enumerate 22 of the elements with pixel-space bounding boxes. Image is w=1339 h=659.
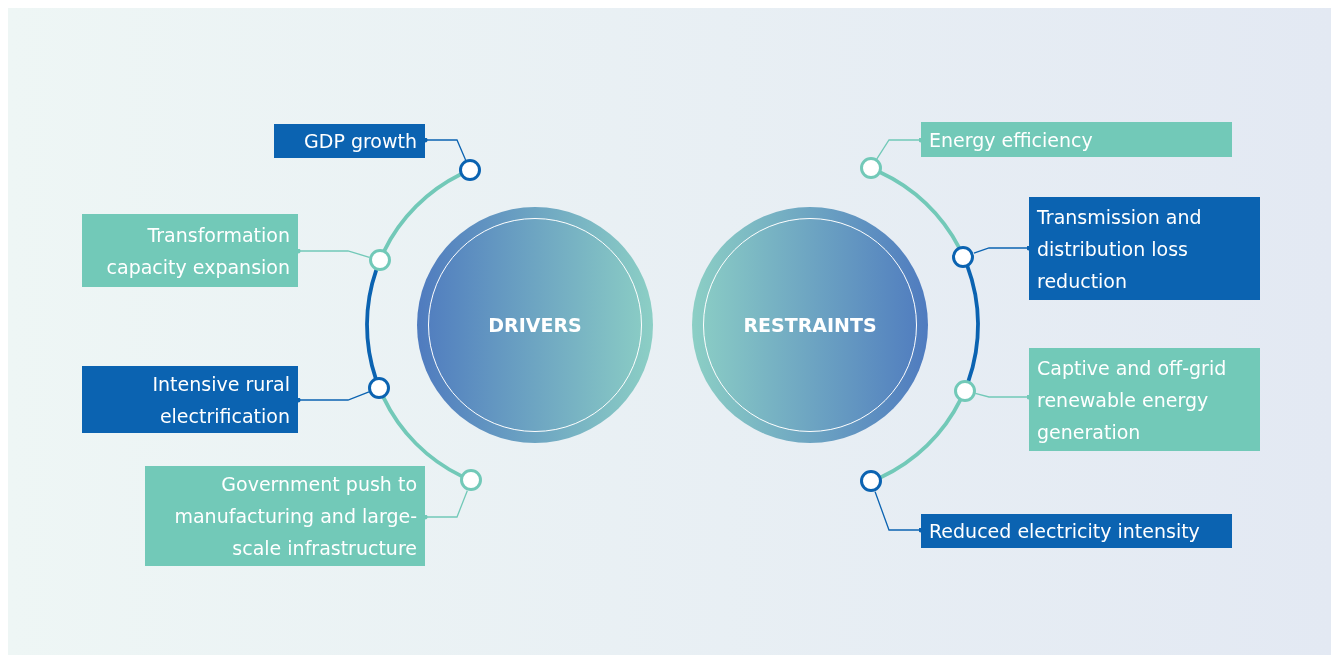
factor-box: Government push to manufacturing and large-scale infrastructure xyxy=(145,466,425,566)
leader-line xyxy=(874,491,924,533)
leader-line xyxy=(974,392,1032,400)
arc-line xyxy=(879,170,961,249)
factor-box: GDP growth xyxy=(274,124,425,158)
factor-box: Intensive rural electrification xyxy=(82,366,298,433)
factor-box: Transformation capacity expansion xyxy=(82,214,298,287)
leader-line xyxy=(422,137,467,161)
arc-line xyxy=(965,265,980,382)
leader-line xyxy=(295,248,371,258)
factor-box: Energy efficiency xyxy=(921,122,1232,157)
leader-line xyxy=(422,490,468,520)
arc-line xyxy=(365,269,379,380)
leader-line xyxy=(876,137,924,160)
arc-line xyxy=(381,396,464,479)
leader-line xyxy=(295,391,370,403)
factor-box: Reduced electricity intensity xyxy=(921,514,1232,548)
factor-box: Captive and off-grid renewable energy generation xyxy=(1029,348,1260,451)
arc-line xyxy=(382,172,462,253)
leader-line xyxy=(973,245,1032,254)
arc-line xyxy=(879,398,963,480)
factor-box: Transmission and distribution loss reduction xyxy=(1029,197,1260,300)
